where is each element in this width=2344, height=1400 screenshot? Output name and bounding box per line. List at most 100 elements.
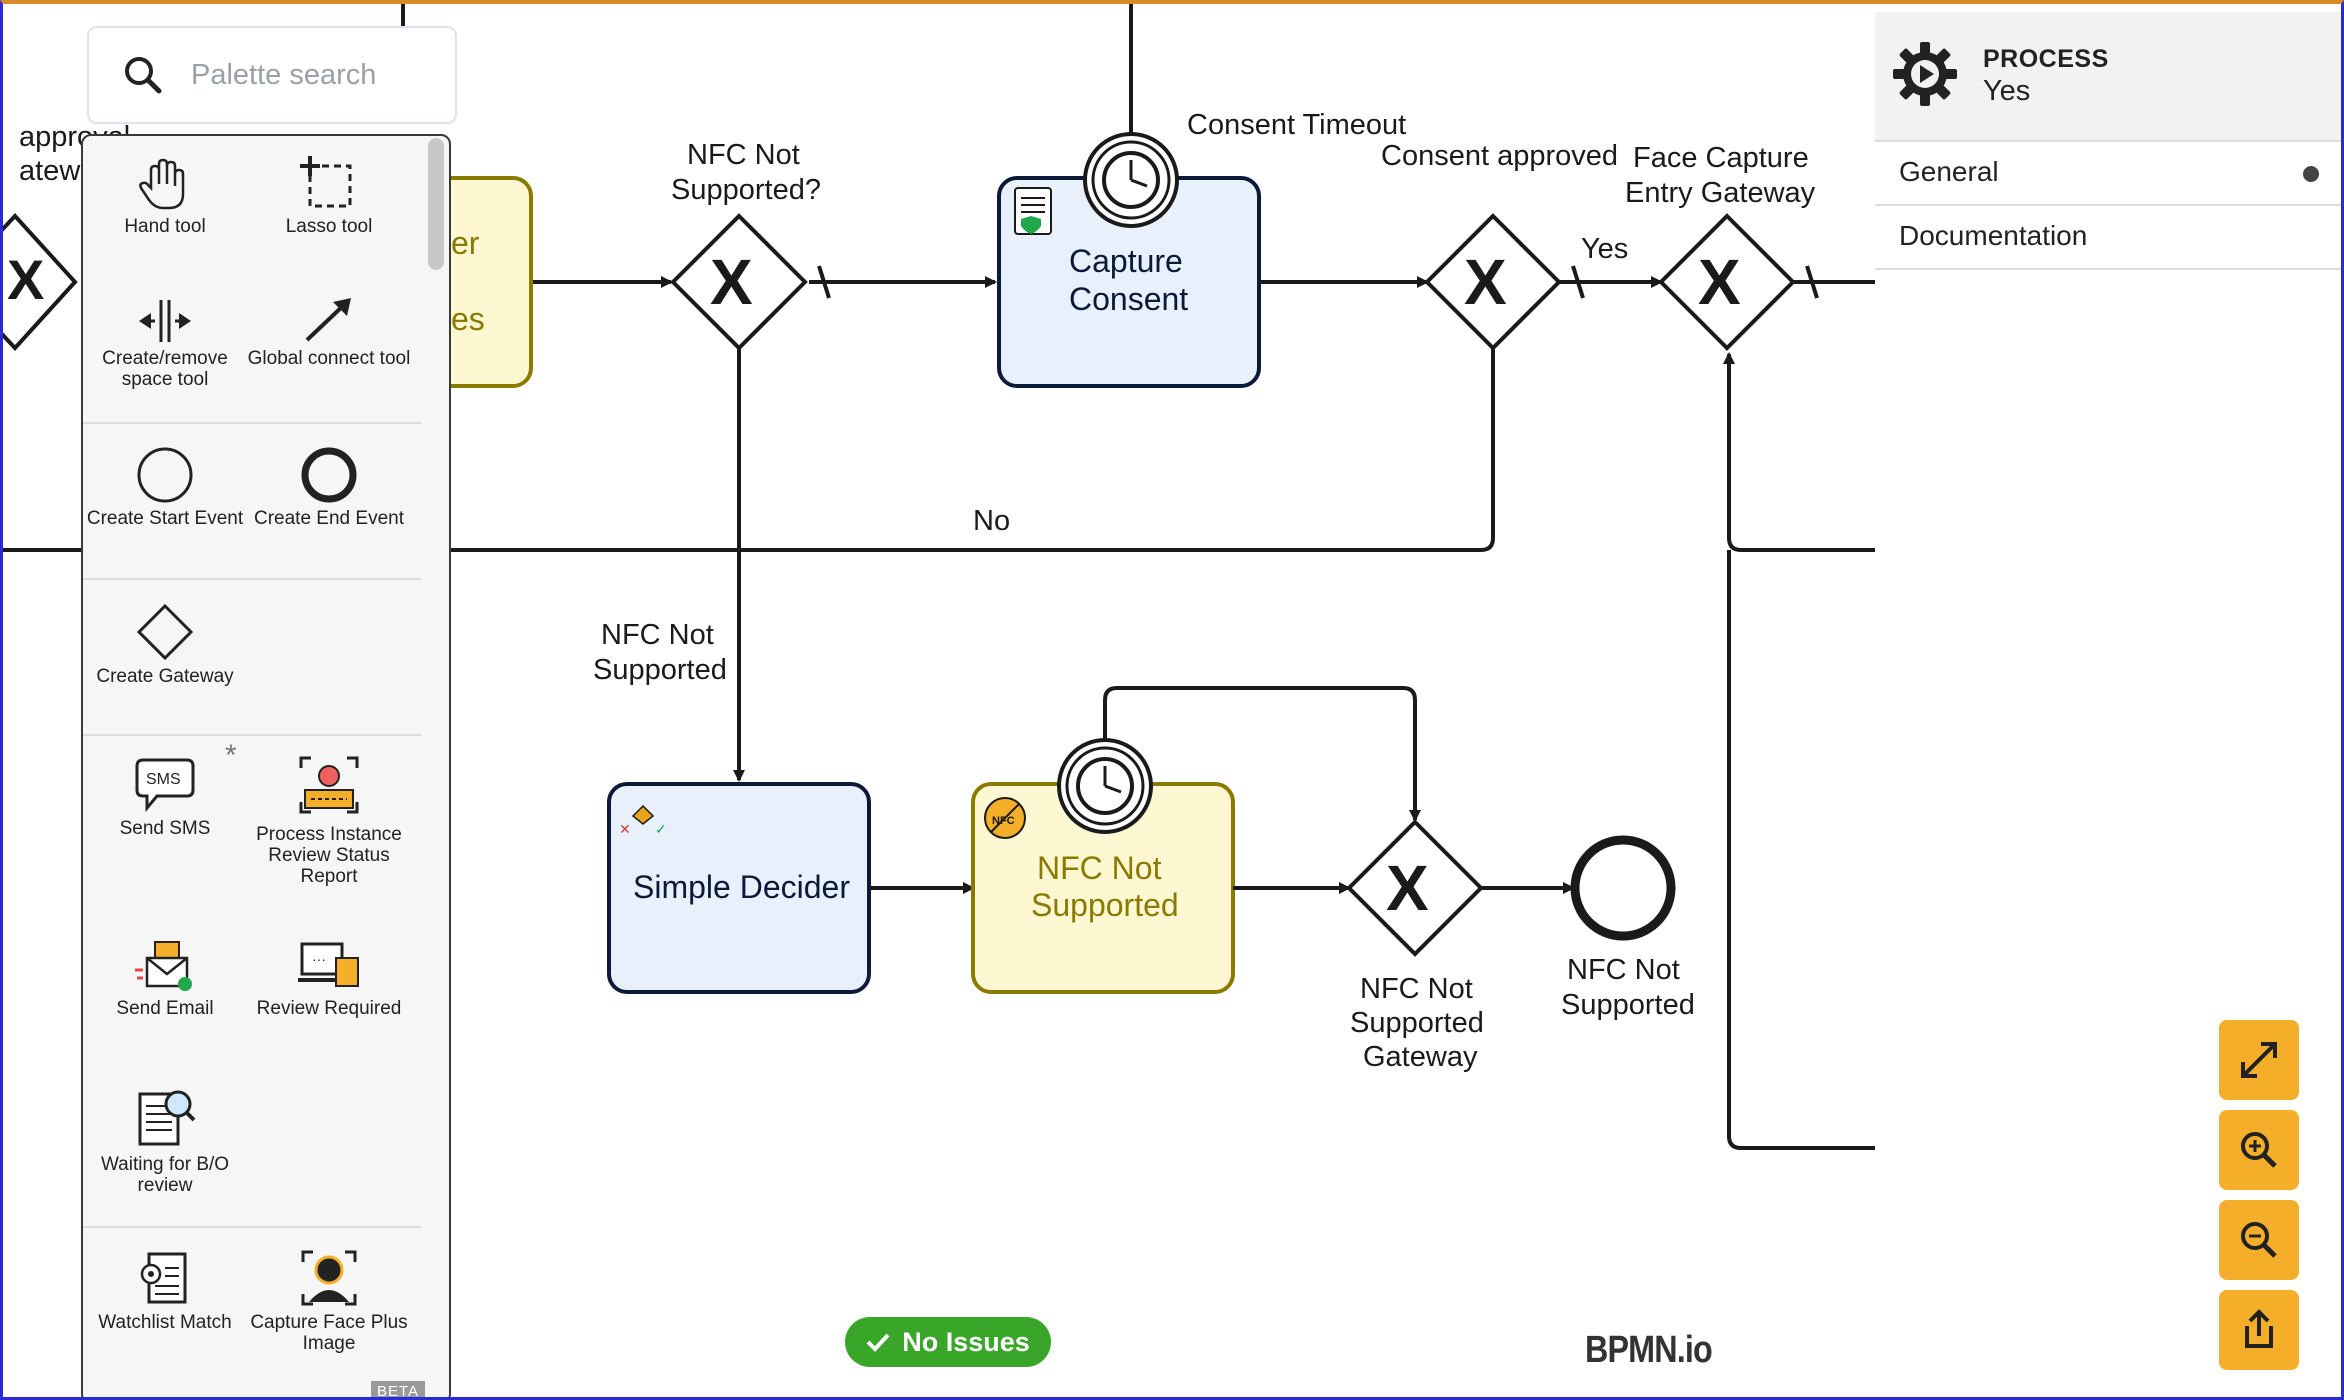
gateway-nfc-not-supported[interactable]: X xyxy=(1346,819,1484,957)
default-marker xyxy=(817,265,831,299)
palette-scrollbar[interactable] xyxy=(428,138,444,270)
custom-group-marker: * xyxy=(225,739,237,772)
email-send-icon xyxy=(135,941,192,991)
export-button[interactable] xyxy=(2219,1290,2299,1370)
review-laptop-icon: ··· xyxy=(298,942,359,987)
send-email-tool[interactable]: Send Email xyxy=(83,936,247,1019)
palette-search-input[interactable] xyxy=(189,57,443,93)
process-review-tool[interactable]: Process Instance Review Status Report xyxy=(247,754,411,887)
end-event-nfc-not-supported[interactable] xyxy=(1570,835,1676,941)
timer-label: Consent Timeout xyxy=(1187,109,1406,141)
document-shield-icon xyxy=(1014,187,1052,235)
create-end-event[interactable]: Create End Event xyxy=(247,446,411,529)
palette-group-events xyxy=(83,422,421,580)
gateway-consent-approved[interactable]: X xyxy=(1424,213,1562,351)
svg-text:···: ··· xyxy=(312,951,326,967)
end-event-label: Create End Event xyxy=(254,508,404,529)
element-type: PROCESS xyxy=(1983,45,2109,73)
gateway-label: Face Capture xyxy=(1633,142,1809,174)
global-connect-tool-label: Global connect tool xyxy=(247,348,411,369)
task-label: NFC Not xyxy=(1037,850,1162,886)
hand-icon xyxy=(139,158,185,210)
linting-status-button[interactable]: No Issues xyxy=(845,1317,1051,1367)
flow-label: NFC Not xyxy=(601,619,714,651)
waiting-bo-review-tool[interactable]: Waiting for B/O review xyxy=(83,1086,247,1196)
svg-text:X: X xyxy=(7,248,44,311)
review-required-tool[interactable]: ··· Review Required xyxy=(247,936,411,1019)
gateway-label: Consent approved xyxy=(1381,140,1618,172)
sequence-flow-no[interactable] xyxy=(3,348,1495,552)
zoom-in-icon xyxy=(2241,1132,2277,1168)
lasso-tool-label: Lasso tool xyxy=(285,216,373,237)
zoom-out-button[interactable] xyxy=(2219,1200,2299,1280)
event-label: NFC Not xyxy=(1567,954,1680,986)
flow-label-yes: Yes xyxy=(1581,233,1628,265)
gateway-label: NFC Not xyxy=(1360,973,1473,1005)
nfc-icon: NFC xyxy=(984,797,1026,839)
zoom-out-icon xyxy=(2241,1222,2277,1258)
svg-text:X: X xyxy=(1386,852,1429,924)
watchlist-match-tool[interactable]: Watchlist Match xyxy=(83,1248,247,1333)
task-label: Simple Decider xyxy=(633,869,850,905)
gateway-face-capture-entry[interactable]: X xyxy=(1658,213,1796,351)
create-gateway[interactable]: Create Gateway xyxy=(83,602,247,687)
palette-search-box[interactable] xyxy=(87,26,457,124)
fit-viewport-button[interactable] xyxy=(2219,1020,2299,1100)
timer-boundary-event[interactable] xyxy=(1057,738,1153,834)
document-search-icon xyxy=(138,1090,196,1146)
task-label: Capture xyxy=(1069,243,1183,279)
send-sms-tool[interactable]: SMS Send SMS xyxy=(83,754,247,839)
search-icon xyxy=(125,57,162,94)
space-tool[interactable]: Create/remove space tool xyxy=(83,298,247,390)
default-marker xyxy=(1805,265,1819,299)
capture-face-tool[interactable]: Capture Face Plus Image xyxy=(247,1248,411,1354)
expand-arrows-icon xyxy=(2241,1042,2277,1078)
gateway-label: Supported xyxy=(1350,1007,1484,1039)
task-label: Supported xyxy=(1031,887,1179,923)
sequence-flow[interactable] xyxy=(1723,352,1883,552)
checkmark-icon xyxy=(866,1333,890,1352)
lasso-tool[interactable]: Lasso tool xyxy=(247,156,411,237)
space-tool-label: Create/remove space tool xyxy=(102,348,228,390)
global-connect-tool[interactable]: Global connect tool xyxy=(247,294,411,369)
hand-tool[interactable]: Hand tool xyxy=(83,158,247,237)
palette-group-tools xyxy=(83,136,421,424)
gateway-label: Create Gateway xyxy=(96,666,234,687)
group-general[interactable]: General xyxy=(1875,142,2341,206)
review-required-label: Review Required xyxy=(256,998,402,1019)
create-start-event[interactable]: Create Start Event xyxy=(83,446,247,529)
partial-gateway-left[interactable]: X xyxy=(3,213,78,351)
flow-label: Supported xyxy=(593,654,727,686)
waiting-bo-review-label: Waiting for B/O review xyxy=(100,1154,230,1196)
hand-tool-label: Hand tool xyxy=(124,216,206,237)
element-name: Yes xyxy=(1983,75,2031,107)
timer-boundary-event[interactable] xyxy=(1083,132,1179,228)
bpmn-io-logo[interactable]: BPMN.io xyxy=(1585,1329,1713,1371)
zoom-in-button[interactable] xyxy=(2219,1110,2299,1190)
group-documentation[interactable]: Documentation xyxy=(1875,206,2341,270)
palette: Hand tool Lasso tool Create/remove space… xyxy=(81,134,451,1397)
watchlist-match-label: Watchlist Match xyxy=(98,1312,232,1333)
svg-text:SMS: SMS xyxy=(146,771,181,788)
face-capture-icon xyxy=(301,1250,357,1306)
gateway-label: Gateway xyxy=(1363,1041,1478,1073)
svg-text:X: X xyxy=(1464,246,1507,318)
group-documentation-label: Documentation xyxy=(1899,220,2088,251)
process-gear-icon xyxy=(1893,42,1957,106)
sequence-flow[interactable] xyxy=(1727,550,1883,1150)
fingerprint-scan-icon xyxy=(299,756,359,814)
send-sms-label: Send SMS xyxy=(119,818,211,839)
sequence-flow[interactable] xyxy=(1103,686,1421,822)
properties-header: PROCESS Yes xyxy=(1875,12,2341,142)
start-event-icon xyxy=(137,447,193,503)
linting-status-label: No Issues xyxy=(902,1326,1030,1357)
gateway-nfc-not-supported-question[interactable]: X xyxy=(670,213,808,351)
bpmn-canvas[interactable]: X approval ateway er es No X NFC Not Sup… xyxy=(3,4,2344,1400)
lasso-icon xyxy=(300,156,352,208)
svg-text:✓: ✓ xyxy=(655,821,667,837)
process-review-label: Process Instance Review Status Report xyxy=(256,824,402,887)
svg-text:X: X xyxy=(1698,246,1741,318)
capture-face-label: Capture Face Plus Image xyxy=(250,1312,408,1354)
group-general-label: General xyxy=(1899,156,1999,187)
